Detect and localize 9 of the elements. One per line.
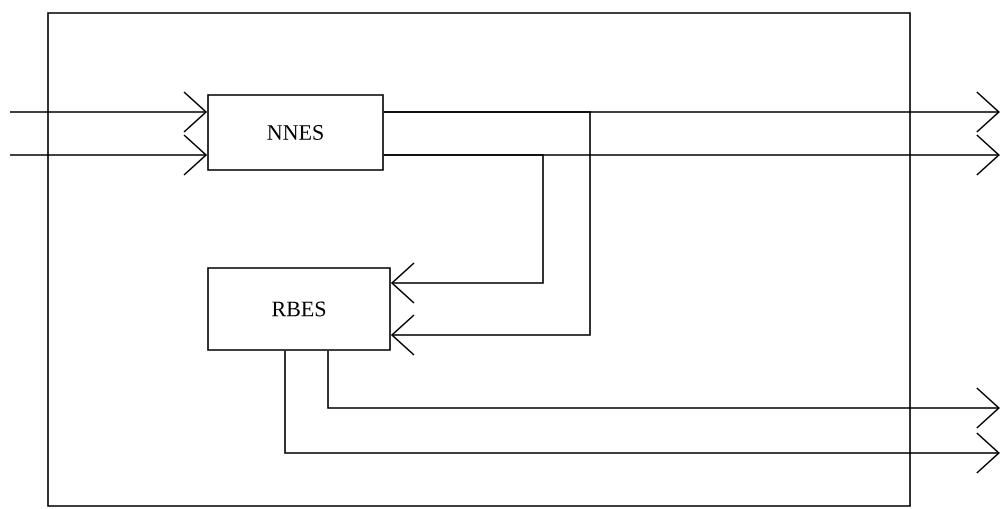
arrow: [9, 134, 208, 176]
arrow: [9, 91, 208, 133]
arrow: [327, 350, 1000, 429]
process-box: NNES: [207, 94, 384, 171]
system-boundary-box: [47, 12, 911, 507]
arrow: [383, 154, 544, 304]
arrow: [383, 111, 591, 356]
process-box: RBES: [207, 267, 391, 351]
arrow: [284, 350, 1000, 474]
